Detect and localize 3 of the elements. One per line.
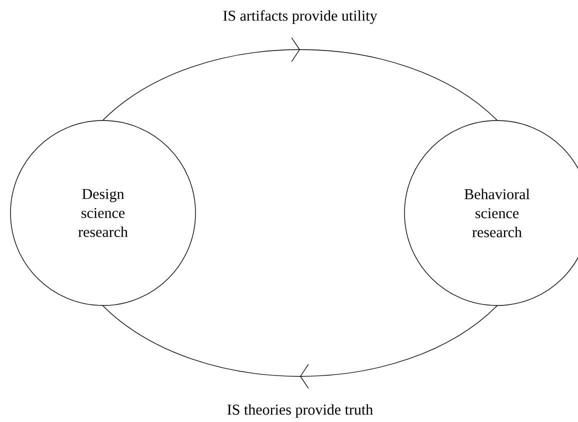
edge-label: IS artifacts provide utility [222,9,378,25]
circle-node: Design science research [10,120,196,306]
edge-label: IS theories provide truth [226,403,374,419]
